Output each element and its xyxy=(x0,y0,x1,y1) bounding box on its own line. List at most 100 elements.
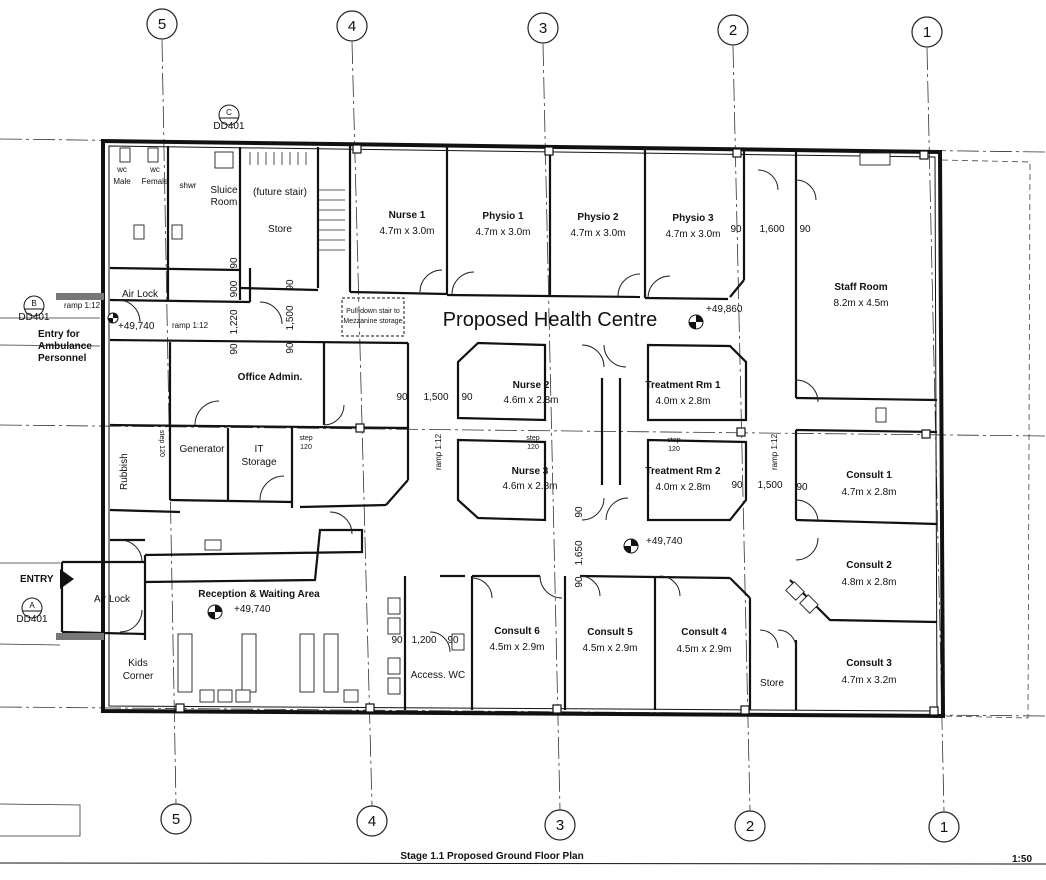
level-airlock: +49,740 xyxy=(118,321,155,332)
dim-v900: 900 xyxy=(229,280,240,297)
room-name-physio2: Physio 2 xyxy=(577,212,619,223)
label-ambulance-2: Ambulance xyxy=(38,341,92,352)
dim-1500b: 1,500 xyxy=(757,480,782,491)
dim-1500: 1,500 xyxy=(423,392,448,403)
label-ambulance-3: Personnel xyxy=(38,353,87,364)
svg-text:DD401: DD401 xyxy=(18,312,50,323)
dim-90-i: 90 xyxy=(391,635,403,646)
dim-v90-c: 90 xyxy=(285,279,296,291)
svg-text:DD401: DD401 xyxy=(213,121,245,132)
dim-90-b: 90 xyxy=(799,224,811,235)
label-shwr: shwr xyxy=(180,181,197,190)
label-rubbish: Rubbish xyxy=(119,453,130,490)
room-size-nurse1: 4.7m x 3.0m xyxy=(379,226,434,237)
level-corridor: +49,860 xyxy=(706,304,743,315)
grid-label-5-top: 5 xyxy=(158,16,166,33)
dimension-labels: 1,600 90 90 1,500 90 90 1,500 90 90 1,65… xyxy=(229,224,811,646)
step-treat-2: 120 xyxy=(668,446,680,453)
room-size-treat1: 4.0m x 2.8m xyxy=(655,396,710,407)
label-store-top: Store xyxy=(268,224,292,235)
door-swings xyxy=(117,169,819,653)
label-wc-male-1: wc xyxy=(116,165,127,174)
ramp-inner-label: ramp 1:12 xyxy=(172,321,209,330)
room-name-consult6: Consult 6 xyxy=(494,626,540,637)
step-it-2: 120 xyxy=(300,444,312,451)
step-left: step 120 xyxy=(158,430,165,457)
label-ambulance-1: Entry for xyxy=(38,329,80,340)
label-kids-1: Kids xyxy=(128,658,147,669)
label-it-2: Storage xyxy=(241,457,276,468)
waiting-furniture xyxy=(119,147,891,703)
label-store-bottom: Store xyxy=(760,678,784,689)
dim-90-f: 90 xyxy=(796,482,808,493)
drawing-scale: 1:50 xyxy=(1012,854,1032,865)
dim-90-h: 90 xyxy=(574,576,585,588)
room-size-physio3: 4.7m x 3.0m xyxy=(665,229,720,240)
stair-treads xyxy=(249,152,345,251)
ramp-corridor-label: ramp 1:12 xyxy=(434,433,443,470)
label-entry: ENTRY xyxy=(20,574,54,585)
room-name-physio1: Physio 1 xyxy=(482,211,524,222)
room-size-staff: 8.2m x 4.5m xyxy=(833,298,888,309)
room-size-consult3: 4.7m x 3.2m xyxy=(841,675,896,686)
ramp-step-annotations: ramp 1:12 ramp 1:12 ramp 1:12 ramp 1:12 … xyxy=(64,301,779,470)
minor-labels: wc Male wc Female shwr Sluice Room (futu… xyxy=(20,165,784,689)
dim-90-a: 90 xyxy=(730,224,742,235)
room-size-consult1: 4.7m x 2.8m xyxy=(841,487,896,498)
level-markers xyxy=(107,312,704,620)
room-labels: Nurse 1 4.7m x 3.0m Physio 1 4.7m x 3.0m… xyxy=(198,210,896,686)
room-name-staff: Staff Room xyxy=(834,282,887,293)
room-name-consult5: Consult 5 xyxy=(587,627,633,638)
label-pulldown-2: Mezzanine storage xyxy=(343,318,402,325)
room-name-treat2: Treatment Rm 2 xyxy=(645,466,720,477)
pulldown-stair-box xyxy=(341,297,405,337)
drawing-caption: Stage 1.1 Proposed Ground Floor Plan xyxy=(400,851,583,862)
structural-columns xyxy=(175,144,939,716)
dim-v1220: 1,220 xyxy=(229,309,240,334)
room-size-physio2: 4.7m x 3.0m xyxy=(570,228,625,239)
room-name-consult4: Consult 4 xyxy=(681,627,727,638)
room-size-consult6: 4.5m x 2.9m xyxy=(489,642,544,653)
label-generator: Generator xyxy=(179,444,225,455)
room-name-consult2: Consult 2 xyxy=(846,560,892,571)
dim-v90-d: 90 xyxy=(285,342,296,354)
label-wc-male-2: Male xyxy=(113,177,131,186)
section-marker-b: B DD401 xyxy=(18,295,50,323)
label-it-1: IT xyxy=(255,444,264,455)
dim-90-j: 90 xyxy=(447,635,459,646)
label-access-wc: Access. WC xyxy=(411,670,465,681)
label-kids-2: Corner xyxy=(123,671,154,682)
dim-90-g: 90 xyxy=(574,506,585,518)
dim-v90-a: 90 xyxy=(229,257,240,269)
room-size-physio1: 4.7m x 3.0m xyxy=(475,227,530,238)
dim-v90-b: 90 xyxy=(229,343,240,355)
site-boundary xyxy=(941,159,1031,719)
dim-1600: 1,600 xyxy=(759,224,784,235)
room-size-consult5: 4.5m x 2.9m xyxy=(582,643,637,654)
entry-arrow-icon xyxy=(60,569,74,589)
room-name-consult1: Consult 1 xyxy=(846,470,892,481)
room-size-consult4: 4.5m x 2.9m xyxy=(676,644,731,655)
ramp-ambulance-label: ramp 1:12 xyxy=(64,301,101,310)
grid-bubbles-bottom: 5 4 3 2 1 xyxy=(160,803,960,843)
label-wc-female-1: wc xyxy=(149,165,160,174)
room-name-physio3: Physio 3 xyxy=(672,213,714,224)
room-name-consult3: Consult 3 xyxy=(846,658,892,669)
room-name-nurse2: Nurse 2 xyxy=(513,380,550,391)
grid-label-2-bottom: 2 xyxy=(746,818,754,835)
ramp-hatch xyxy=(56,293,104,300)
label-airlock-top: Air Lock xyxy=(122,289,159,300)
internal-walls xyxy=(60,145,938,710)
room-name-treat1: Treatment Rm 1 xyxy=(645,380,720,391)
grid-label-1-bottom: 1 xyxy=(940,819,948,836)
label-wc-female-2: Female xyxy=(142,177,169,186)
grid-bubbles-top: 5 4 3 2 1 xyxy=(146,8,943,48)
grid-label-2-top: 2 xyxy=(729,22,737,39)
level-centre: +49,740 xyxy=(646,536,683,547)
svg-text:C: C xyxy=(226,108,232,117)
label-future-stair: (future stair) xyxy=(253,187,307,198)
grid-label-5-bottom: 5 xyxy=(172,811,180,828)
label-sluice-1: Sluice xyxy=(210,185,238,196)
dim-v1500: 1,500 xyxy=(285,305,296,330)
